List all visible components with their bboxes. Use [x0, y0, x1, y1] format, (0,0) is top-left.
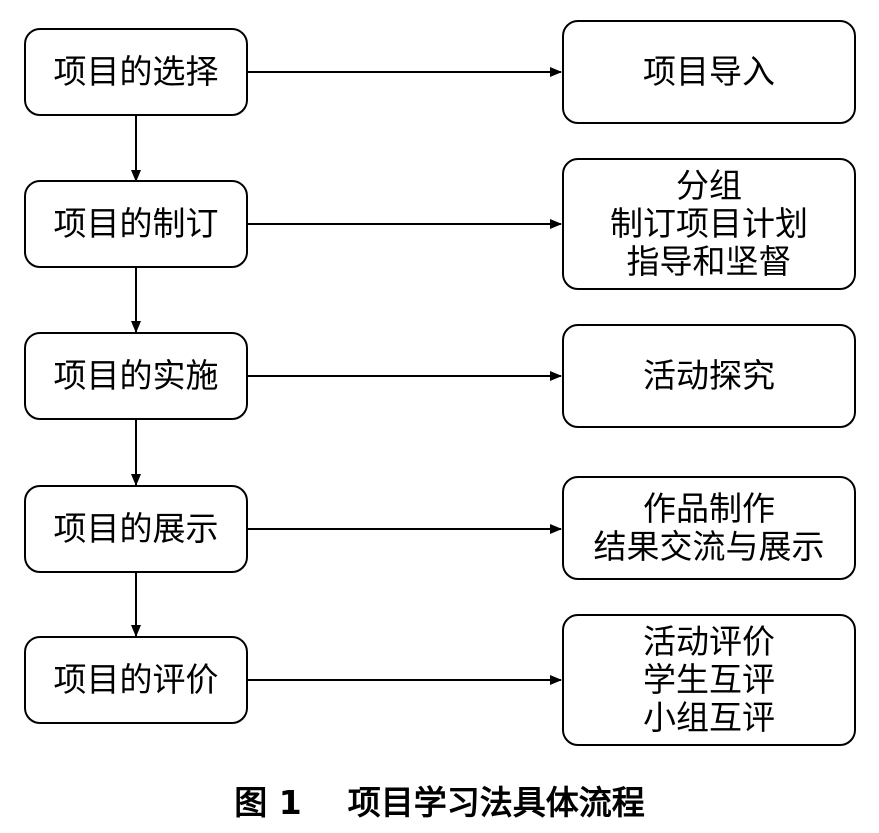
detail-box-presentation: 作品制作 结果交流与展示 [562, 476, 856, 580]
step-label: 项目的评价 [53, 660, 219, 699]
step-label: 项目的制订 [53, 204, 219, 243]
detail-box-planning: 分组 制订项目计划 指导和坚督 [562, 158, 856, 290]
step-label: 项目的选择 [53, 52, 219, 91]
step-box-planning: 项目的制订 [24, 180, 248, 268]
detail-line: 制订项目计划 [610, 204, 808, 243]
detail-line: 项目导入 [643, 52, 775, 91]
step-box-presentation: 项目的展示 [24, 485, 248, 573]
detail-line: 活动评价 [643, 622, 775, 661]
figure-title: 项目学习法具体流程 [347, 783, 645, 822]
detail-box-evaluation: 活动评价 学生互评 小组互评 [562, 614, 856, 746]
figure-label: 图 1 [234, 783, 302, 822]
detail-box-implementation: 活动探究 [562, 324, 856, 428]
step-box-selection: 项目的选择 [24, 28, 248, 116]
detail-line: 小组互评 [643, 698, 775, 737]
detail-line: 作品制作 [643, 489, 775, 528]
figure-caption: 图 1 项目学习法具体流程 [0, 783, 879, 823]
detail-box-selection: 项目导入 [562, 20, 856, 124]
detail-line: 活动探究 [643, 356, 775, 395]
detail-line: 学生互评 [643, 660, 775, 699]
detail-line: 结果交流与展示 [593, 527, 825, 566]
step-label: 项目的展示 [53, 509, 219, 548]
step-box-evaluation: 项目的评价 [24, 636, 248, 724]
step-label: 项目的实施 [53, 356, 219, 395]
step-box-implementation: 项目的实施 [24, 332, 248, 420]
detail-line: 分组 [676, 166, 742, 205]
detail-line: 指导和坚督 [626, 242, 792, 281]
